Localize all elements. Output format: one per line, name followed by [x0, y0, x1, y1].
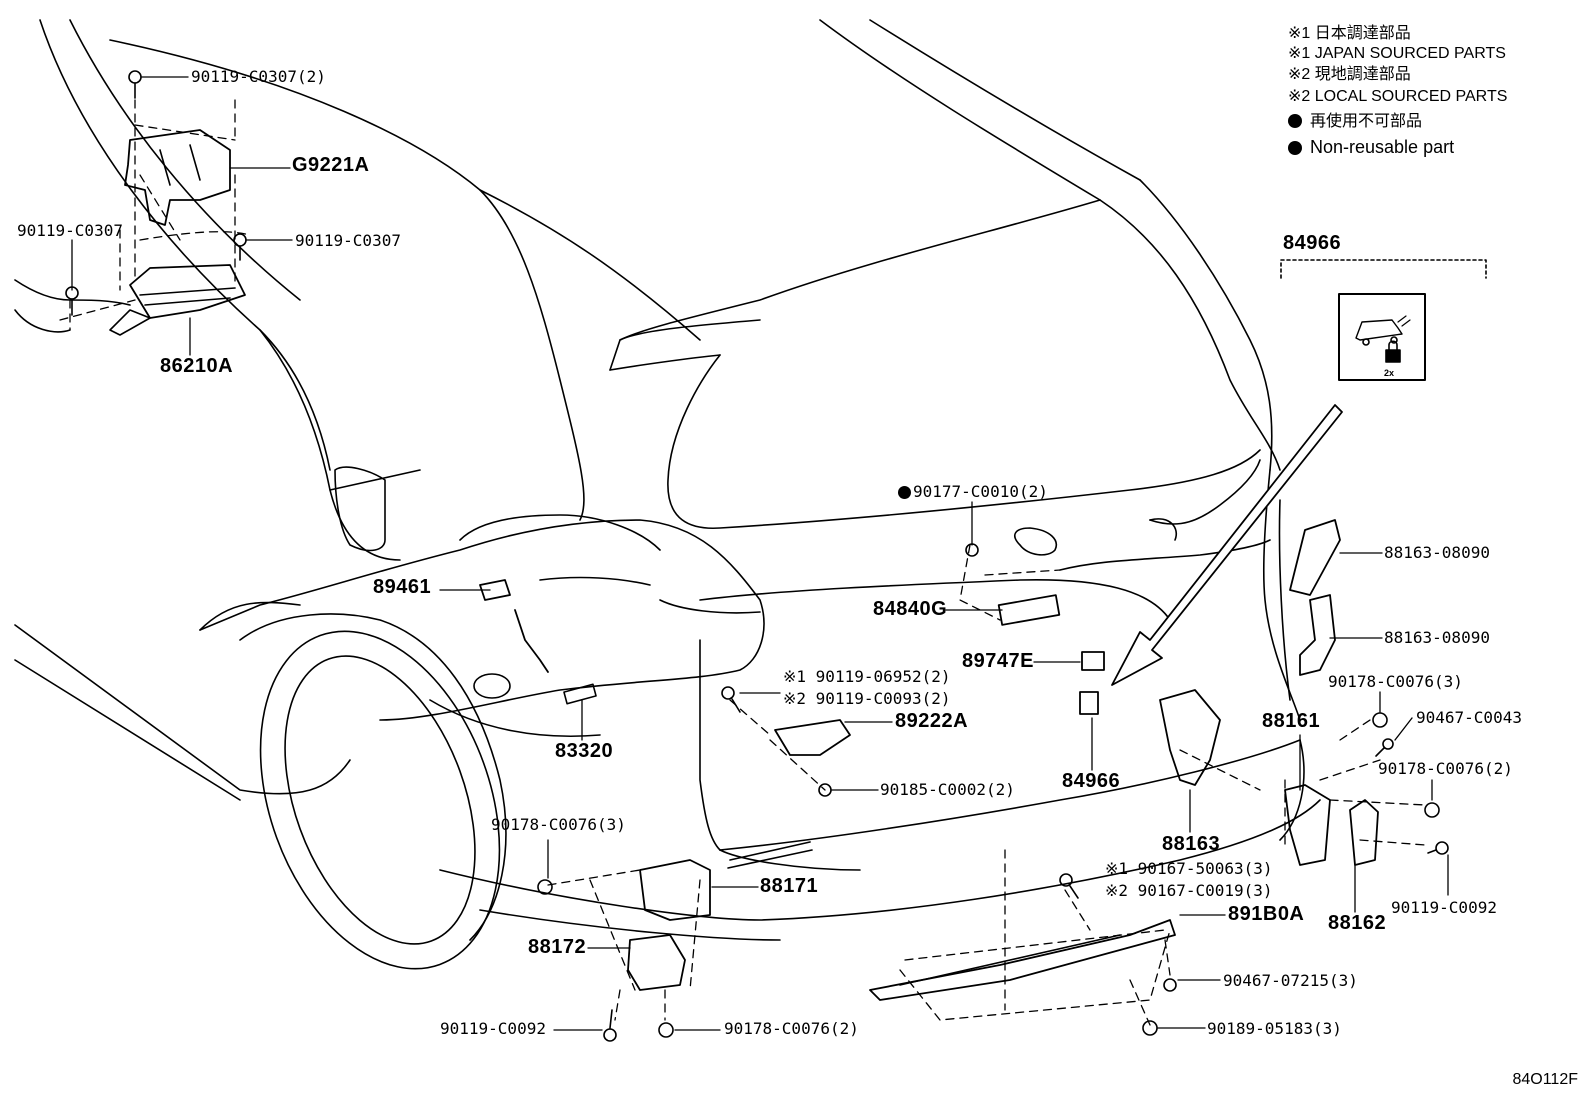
- callout-88161[interactable]: 88161: [1262, 710, 1321, 732]
- component-88171: [639, 859, 711, 921]
- legend-local-jp: ※2 現地調達部品: [1288, 66, 1411, 83]
- fasteners: [65, 70, 1449, 1042]
- callout-891b0a[interactable]: 891B0A: [1228, 903, 1305, 925]
- component-88161: [1284, 784, 1331, 866]
- component-88162: [1349, 799, 1379, 866]
- non-reusable-dot-icon: [1288, 141, 1302, 155]
- callout-88171[interactable]: 88171: [760, 875, 819, 897]
- leader-lines: [71, 76, 1449, 1031]
- callout-89747e[interactable]: 89747E: [962, 650, 1034, 672]
- callout-90119-c0093[interactable]: ※2 90119-C0093(2): [783, 689, 951, 708]
- callout-90177-c0010[interactable]: 90177-C0010(2): [898, 483, 1048, 501]
- component-89747e: [1081, 651, 1105, 671]
- component-88163-main: [1159, 689, 1221, 786]
- callout-90167-c0019[interactable]: ※2 90167-C0019(3): [1105, 881, 1273, 900]
- callout-84840g[interactable]: 84840G: [873, 598, 948, 620]
- non-reusable-dot-icon: [1288, 114, 1302, 128]
- component-84840g: [997, 594, 1061, 626]
- component-g9221a: [124, 129, 231, 226]
- callout-83320[interactable]: 83320: [555, 740, 614, 762]
- installation-lines: [59, 99, 1426, 1026]
- legend-nonreusable-jp-text: 再使用不可部品: [1310, 113, 1423, 130]
- component-89222a: [774, 719, 851, 756]
- component-88163-lower: [1299, 594, 1336, 676]
- lock-kit-box: [1338, 293, 1426, 381]
- callout-89222a[interactable]: 89222A: [895, 710, 969, 732]
- callout-90119-06952[interactable]: ※1 90119-06952(2): [783, 667, 951, 686]
- callout-90119-c0092-left[interactable]: 90119-C0092: [440, 1019, 546, 1038]
- component-84966-switch: [1079, 691, 1099, 715]
- callout-89461[interactable]: 89461: [373, 576, 432, 598]
- callout-88172[interactable]: 88172: [528, 936, 587, 958]
- callout-90119-c0307-mid[interactable]: 90119-C0307: [295, 231, 401, 250]
- non-reusable-dot-icon: [898, 486, 911, 499]
- callout-90178-c0076-2-right[interactable]: 90178-C0076(2): [1378, 759, 1513, 778]
- callout-88163-08090-upper[interactable]: 88163-08090: [1384, 543, 1490, 562]
- callout-90119-c0307-2[interactable]: 90119-C0307(2): [191, 67, 326, 86]
- vehicle-body: [14, 19, 1321, 970]
- callout-90185-c0002[interactable]: 90185-C0002(2): [880, 780, 1015, 799]
- callout-90467-07215[interactable]: 90467-07215(3): [1223, 971, 1358, 990]
- component-891b0a: [869, 919, 1176, 1001]
- callout-90178-c0076-2-left[interactable]: 90178-C0076(2): [724, 1019, 859, 1038]
- callout-88163-08090-lower[interactable]: 88163-08090: [1384, 628, 1490, 647]
- callout-84966-switch[interactable]: 84966: [1062, 770, 1121, 792]
- component-88163-upper: [1289, 519, 1341, 596]
- kit-bracket: [1280, 259, 1487, 279]
- callout-90178-c0076-3-right[interactable]: 90178-C0076(3): [1328, 672, 1463, 691]
- callout-90177-c0010-text: 90177-C0010(2): [913, 482, 1048, 501]
- figure-id: 84O112F: [1512, 1071, 1578, 1088]
- callout-90167-50063[interactable]: ※1 90167-50063(3): [1105, 859, 1273, 878]
- legend-nonreusable-jp: 再使用不可部品: [1288, 113, 1422, 131]
- callout-90189-05183[interactable]: 90189-05183(3): [1207, 1019, 1342, 1038]
- callout-86210a[interactable]: 86210A: [160, 355, 234, 377]
- callout-90467-c0043[interactable]: 90467-C0043: [1416, 708, 1522, 727]
- callout-90178-c0076-3-left[interactable]: 90178-C0076(3): [491, 815, 626, 834]
- callout-88162[interactable]: 88162: [1328, 912, 1387, 934]
- callout-g9221a[interactable]: G9221A: [292, 154, 370, 176]
- callout-90119-c0307-left[interactable]: 90119-C0307: [17, 221, 123, 240]
- legend-nonreusable-en-text: Non-reusable part: [1310, 137, 1455, 157]
- component-86210a: [109, 264, 246, 336]
- callout-90119-c0092-right[interactable]: 90119-C0092: [1391, 898, 1497, 917]
- direction-arrow: [1111, 404, 1343, 686]
- component-89461: [479, 579, 511, 601]
- legend-japan-en: ※1 JAPAN SOURCED PARTS: [1288, 45, 1506, 62]
- component-83320: [514, 609, 549, 673]
- legend-japan-jp: ※1 日本調達部品: [1288, 25, 1411, 42]
- callout-88163[interactable]: 88163: [1162, 833, 1221, 855]
- lock-count: 2x: [1384, 368, 1395, 378]
- legend-local-en: ※2 LOCAL SOURCED PARTS: [1288, 88, 1508, 105]
- kit-label-84966[interactable]: 84966: [1283, 232, 1342, 254]
- component-88172: [627, 934, 686, 991]
- legend-nonreusable-en: Non-reusable part: [1288, 138, 1454, 156]
